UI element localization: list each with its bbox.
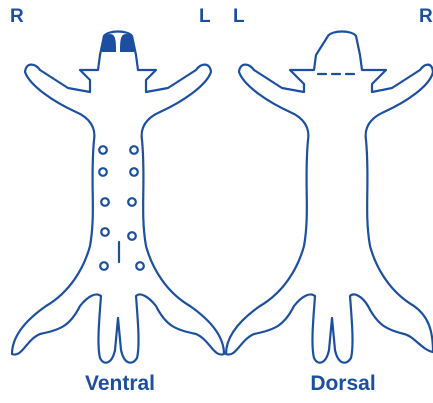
nipple — [130, 146, 138, 154]
nipple — [101, 198, 109, 206]
ventral-nipples — [99, 146, 144, 270]
ventral-title: Ventral — [50, 372, 190, 396]
nipple — [99, 146, 107, 154]
nipple — [130, 168, 138, 176]
nipple — [128, 198, 136, 206]
nipple — [128, 232, 136, 240]
dorsal-title: Dorsal — [273, 372, 413, 396]
nipple — [136, 262, 144, 270]
nipple — [101, 228, 109, 236]
nipple — [99, 168, 107, 176]
ventral-head-marks — [101, 34, 134, 52]
nipple — [100, 262, 108, 270]
ventral-body-outline — [12, 32, 224, 363]
dorsal-body-outline — [226, 32, 433, 363]
